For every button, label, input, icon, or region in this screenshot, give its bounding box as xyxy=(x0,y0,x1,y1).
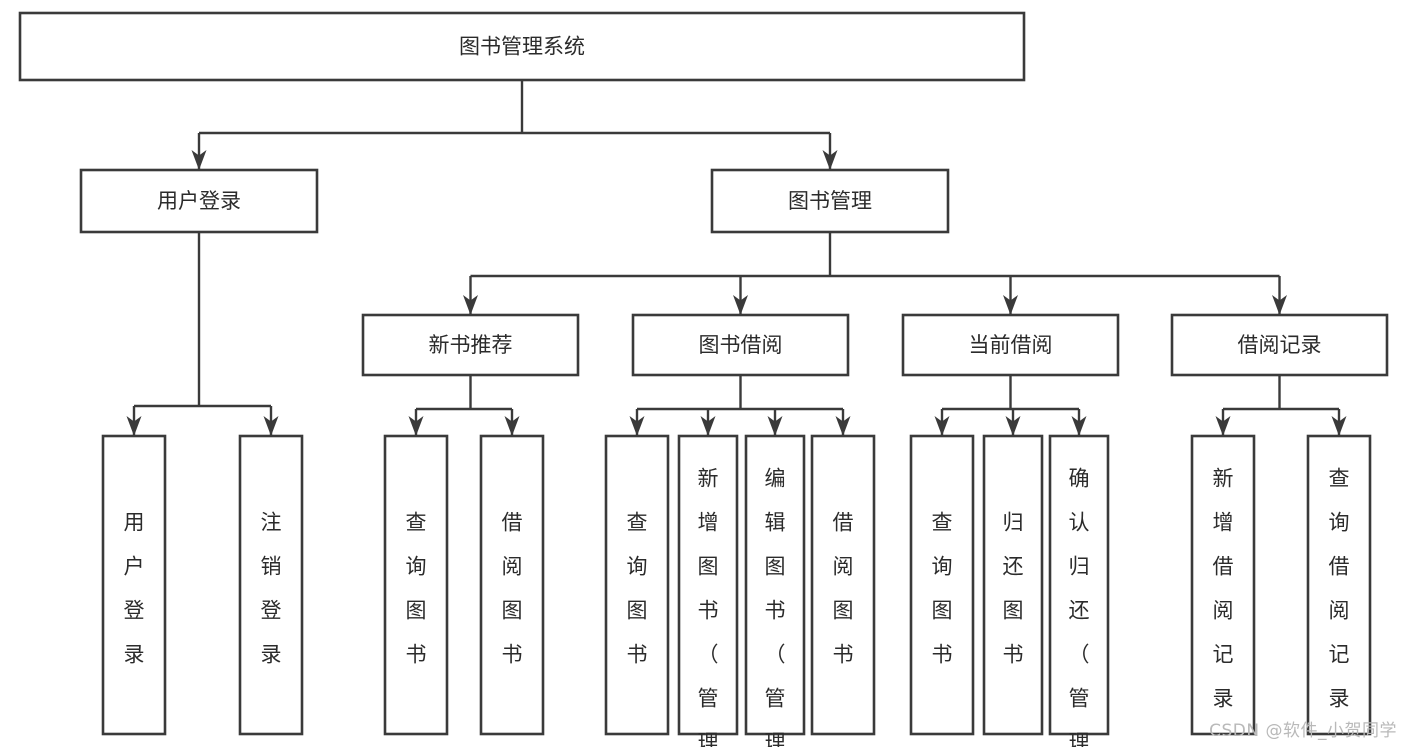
node-leaf-add-book[interactable]: 新增图书（管理员） xyxy=(677,434,739,747)
node-label-leaf-logout: 注销登录 xyxy=(261,511,282,667)
node-leaf-query-book-1[interactable]: 查询图书 xyxy=(383,434,449,736)
node-user-login[interactable]: 用户登录 xyxy=(79,168,319,234)
node-box-root xyxy=(18,11,1026,82)
node-box-leaf-add-record xyxy=(1190,434,1256,736)
arrow-head-icon xyxy=(1005,416,1021,436)
node-label-root: 图书管理系统 xyxy=(459,35,585,59)
node-boxes-group: 图书管理系统用户登录图书管理新书推荐图书借阅当前借阅借阅记录用户登录注销登录查询… xyxy=(18,11,1389,747)
arrow-head-icon xyxy=(1003,295,1018,315)
node-label-leaf-borrow-book-2: 借阅图书 xyxy=(833,511,854,667)
node-leaf-user-login[interactable]: 用户登录 xyxy=(101,434,167,736)
connector-edges-group xyxy=(126,80,1347,436)
node-label-leaf-query-book-2: 查询图书 xyxy=(627,511,648,667)
node-box-user-login xyxy=(79,168,319,234)
node-label-current-borrow: 当前借阅 xyxy=(969,333,1053,357)
arrow-head-icon xyxy=(1071,416,1087,436)
node-label-user-login: 用户登录 xyxy=(157,189,241,213)
node-label-leaf-confirm-return: 确认归还（管理员） xyxy=(1069,466,1090,747)
node-box-leaf-query-book-1 xyxy=(383,434,449,736)
arrow-head-icon xyxy=(408,416,424,436)
node-new-book-recommend[interactable]: 新书推荐 xyxy=(361,313,580,377)
node-label-book-borrow: 图书借阅 xyxy=(699,333,783,357)
node-leaf-confirm-return[interactable]: 确认归还（管理员） xyxy=(1048,434,1110,747)
node-label-leaf-query-book-3: 查询图书 xyxy=(932,511,953,667)
node-box-leaf-query-book-3 xyxy=(909,434,975,736)
node-label-leaf-return-book: 归还图书 xyxy=(1003,511,1024,667)
arrow-head-icon xyxy=(126,416,142,436)
node-box-leaf-borrow-book-1 xyxy=(479,434,545,736)
arrow-head-icon xyxy=(263,416,279,436)
node-leaf-logout[interactable]: 注销登录 xyxy=(238,434,304,736)
node-label-leaf-query-book-1: 查询图书 xyxy=(406,511,427,667)
node-book-borrow[interactable]: 图书借阅 xyxy=(631,313,850,377)
node-label-leaf-add-record: 新增借阅记录 xyxy=(1213,467,1234,711)
arrow-head-icon xyxy=(629,416,645,436)
arrow-head-icon xyxy=(733,295,748,315)
node-box-leaf-logout xyxy=(238,434,304,736)
arrow-head-icon xyxy=(822,150,838,170)
arrow-head-icon xyxy=(934,416,950,436)
node-box-borrow-record xyxy=(1170,313,1389,377)
arrow-head-icon xyxy=(767,416,783,436)
node-label-leaf-edit-book: 编辑图书（管理员） xyxy=(765,466,786,747)
node-root[interactable]: 图书管理系统 xyxy=(18,11,1026,82)
arrow-head-icon xyxy=(463,295,478,315)
node-box-leaf-edit-book xyxy=(744,434,806,736)
node-leaf-query-record[interactable]: 查询借阅记录 xyxy=(1306,434,1372,736)
node-label-book-manage: 图书管理 xyxy=(788,189,872,213)
arrow-head-icon xyxy=(1272,295,1287,315)
node-box-leaf-query-book-2 xyxy=(604,434,670,736)
arrow-head-icon xyxy=(700,416,716,436)
node-box-current-borrow xyxy=(901,313,1120,377)
node-label-new-book-recommend: 新书推荐 xyxy=(429,333,513,357)
node-label-borrow-record: 借阅记录 xyxy=(1238,333,1322,357)
node-box-book-manage xyxy=(710,168,950,234)
node-label-leaf-query-record: 查询借阅记录 xyxy=(1329,467,1350,711)
node-label-leaf-user-login: 用户登录 xyxy=(124,511,145,667)
node-box-leaf-user-login xyxy=(101,434,167,736)
node-leaf-query-book-2[interactable]: 查询图书 xyxy=(604,434,670,736)
node-box-leaf-query-record xyxy=(1306,434,1372,736)
node-box-leaf-borrow-book-2 xyxy=(810,434,876,736)
node-leaf-query-book-3[interactable]: 查询图书 xyxy=(909,434,975,736)
arrow-head-icon xyxy=(191,150,207,170)
node-label-leaf-borrow-book-1: 借阅图书 xyxy=(502,511,523,667)
node-box-book-borrow xyxy=(631,313,850,377)
node-book-manage[interactable]: 图书管理 xyxy=(710,168,950,234)
node-box-leaf-confirm-return xyxy=(1048,434,1110,736)
node-leaf-add-record[interactable]: 新增借阅记录 xyxy=(1190,434,1256,736)
node-leaf-borrow-book-1[interactable]: 借阅图书 xyxy=(479,434,545,736)
node-current-borrow[interactable]: 当前借阅 xyxy=(901,313,1120,377)
node-leaf-borrow-book-2[interactable]: 借阅图书 xyxy=(810,434,876,736)
arrow-head-icon xyxy=(835,416,851,436)
node-box-new-book-recommend xyxy=(361,313,580,377)
arrow-head-icon xyxy=(1215,416,1231,436)
arrow-head-icon xyxy=(504,416,520,436)
node-leaf-return-book[interactable]: 归还图书 xyxy=(982,434,1044,736)
arrow-head-icon xyxy=(1331,416,1347,436)
node-borrow-record[interactable]: 借阅记录 xyxy=(1170,313,1389,377)
watermark-text: CSDN @软件_小贺同学 xyxy=(1209,721,1397,741)
node-leaf-edit-book[interactable]: 编辑图书（管理员） xyxy=(744,434,806,747)
node-box-leaf-return-book xyxy=(982,434,1044,736)
node-label-leaf-add-book: 新增图书（管理员） xyxy=(698,466,719,747)
node-box-leaf-add-book xyxy=(677,434,739,736)
